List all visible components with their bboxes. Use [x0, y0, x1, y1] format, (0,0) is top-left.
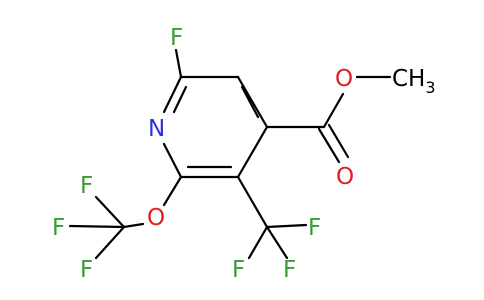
- bond-c3-cf3: [236, 175, 269, 229]
- bond-c-f-top: [94, 195, 126, 229]
- bond-c-f-bottom: [94, 225, 126, 260]
- bond-c-f-left: [68, 224, 126, 229]
- atom-f-ocf3-left: F: [52, 215, 65, 241]
- bond-c5-c4-inner: [240, 85, 260, 119]
- atom-labels: F N O F F F F F F O O CH3: [52, 25, 436, 283]
- bond-cf3-f-bottom-left: [247, 225, 269, 260]
- bond-c-o-double-b: [327, 123, 350, 159]
- atom-f-ring: F: [170, 25, 183, 51]
- methyl-main-text: CH: [392, 66, 425, 92]
- atom-f-ocf3-bottom: F: [80, 257, 93, 283]
- bond-o-cf3: [122, 222, 145, 229]
- bond-n-c6-inner: [172, 85, 188, 114]
- bonds: [68, 48, 392, 260]
- atom-o-ether: O: [147, 205, 165, 231]
- atom-f-cf3-right: F: [308, 215, 321, 241]
- bond-cf3-f-bottom-right: [265, 225, 289, 260]
- methyl-subscript: 3: [425, 78, 435, 97]
- bond-c2-n: [162, 142, 183, 179]
- bond-c-o-double-a: [317, 127, 341, 164]
- bond-c5-c4: [236, 75, 269, 129]
- atom-methyl: CH3: [392, 66, 436, 97]
- atom-o-carbonyl: O: [336, 164, 354, 190]
- bond-c2-o: [162, 175, 183, 207]
- atom-f-cf3-bottom-left: F: [232, 257, 245, 283]
- atom-o-ester: O: [335, 66, 353, 92]
- bond-c-o-ester: [322, 92, 345, 129]
- bond-c6-f: [174, 48, 183, 79]
- bond-n-c6: [162, 75, 183, 114]
- bond-cf3-f-right: [265, 223, 308, 229]
- bond-c4-c3: [236, 125, 269, 179]
- atom-f-cf3-bottom-right: F: [283, 257, 296, 283]
- atom-f-ocf3-top: F: [80, 173, 93, 199]
- atom-n-ring: N: [148, 116, 165, 142]
